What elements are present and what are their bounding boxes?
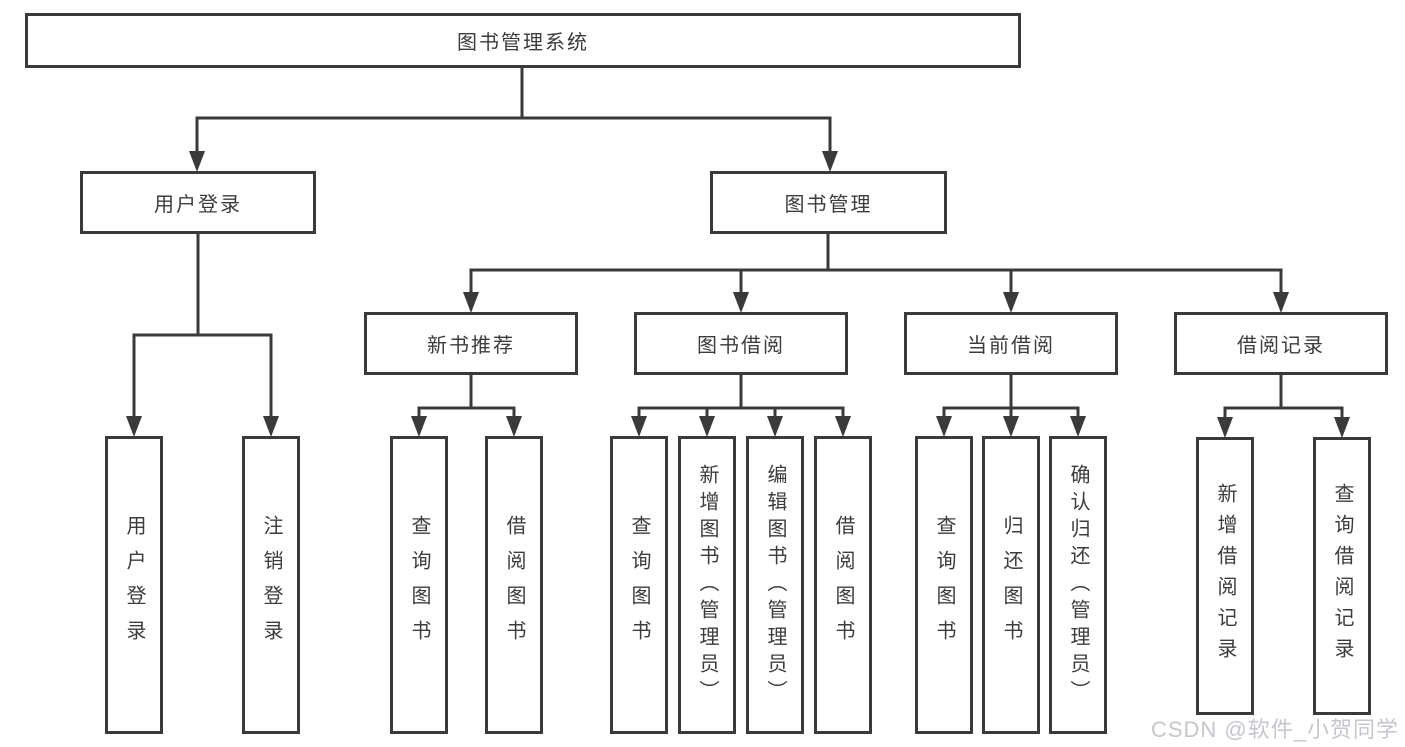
leaf-borrow-books: 借阅图书	[485, 436, 543, 734]
node-book-borrowing: 图书借阅	[634, 312, 848, 375]
leaf-add-borrow-record: 新增借阅记录	[1196, 437, 1254, 715]
node-label: 图书管理系统	[457, 32, 589, 54]
leaf-label: 用户登录	[123, 515, 145, 655]
node-label: 用户登录	[154, 194, 242, 216]
leaf-query-books: 查询图书	[915, 436, 973, 734]
csdn-watermark: CSDN @软件_小贺同学	[1150, 717, 1399, 742]
connector-root-to-level2	[189, 66, 838, 172]
node-library-management-system: 图书管理系统	[25, 13, 1021, 68]
leaf-return-books: 归还图书	[982, 436, 1040, 734]
node-new-book-recommendation: 新书推荐	[364, 312, 578, 375]
leaf-add-books-admin: 新增图书（管理员）	[678, 436, 736, 734]
leaf-query-borrow-record: 查询借阅记录	[1313, 437, 1371, 715]
leaf-label: 确认归还（管理员）	[1067, 463, 1089, 707]
leaf-edit-books-admin: 编辑图书（管理员）	[746, 436, 804, 734]
leaf-query-books: 查询图书	[390, 436, 448, 734]
node-book-management: 图书管理	[710, 171, 947, 234]
node-label: 图书管理	[784, 194, 873, 216]
node-label: 当前借阅	[967, 335, 1055, 357]
connector-book-borrowing-to-leaves	[631, 373, 851, 437]
leaf-borrow-books: 借阅图书	[814, 436, 872, 734]
leaf-label: 查询图书	[628, 515, 650, 655]
node-label: 新书推荐	[427, 335, 515, 357]
node-borrowing-records: 借阅记录	[1174, 312, 1388, 375]
node-current-borrowing: 当前借阅	[904, 312, 1118, 375]
leaf-label: 新增借阅记录	[1214, 483, 1236, 669]
leaf-label: 注销登录	[260, 515, 282, 655]
leaf-label: 编辑图书（管理员）	[764, 463, 786, 707]
connector-borrowing-records-to-leaves	[1217, 373, 1350, 438]
connector-current-borrowing-to-leaves	[936, 373, 1086, 437]
node-label: 图书借阅	[697, 335, 785, 357]
leaf-query-books: 查询图书	[610, 436, 668, 734]
leaf-user-login: 用户登录	[105, 436, 163, 734]
leaf-label: 查询图书	[933, 515, 955, 655]
node-label: 借阅记录	[1237, 335, 1325, 357]
node-user-login: 用户登录	[80, 171, 316, 234]
leaf-label: 归还图书	[1000, 515, 1022, 655]
leaf-label: 查询图书	[408, 515, 430, 655]
leaf-confirm-return-admin: 确认归还（管理员）	[1049, 436, 1107, 734]
leaf-label: 借阅图书	[832, 515, 854, 655]
leaf-label: 新增图书（管理员）	[696, 463, 718, 707]
leaf-logout: 注销登录	[242, 436, 300, 734]
connector-new-book-to-leaves	[411, 373, 522, 437]
leaf-label: 借阅图书	[503, 515, 525, 655]
leaf-label: 查询借阅记录	[1331, 483, 1353, 669]
connector-book-management-to-level3	[463, 232, 1289, 313]
connector-user-login-to-leaves	[126, 232, 279, 437]
